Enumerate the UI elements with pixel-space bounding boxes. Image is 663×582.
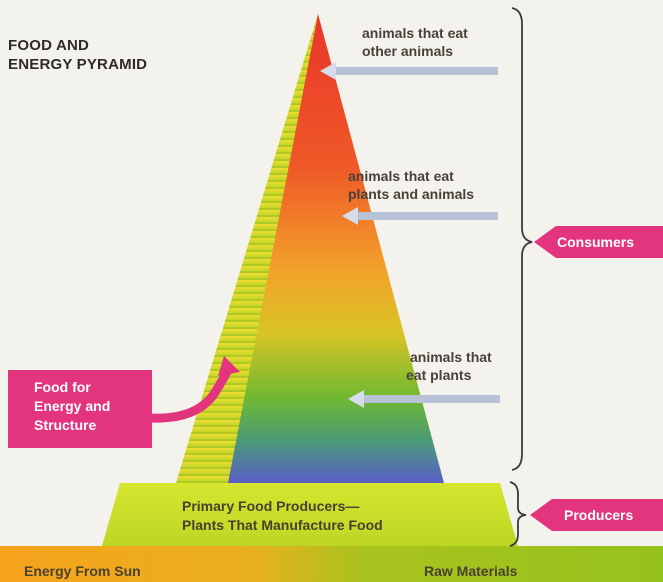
label-bottom-line-2: eat plants (406, 366, 492, 384)
food-for-line-2: Energy and (34, 397, 110, 416)
label-middle-consumers: animals that eat plants and animals (348, 167, 474, 203)
consumers-label: Consumers (557, 233, 634, 251)
producers-box-line-2: Plants That Manufacture Food (182, 516, 383, 535)
energy-from-sun-label: Energy From Sun (24, 563, 141, 579)
title-line-2: ENERGY PYRAMID (8, 55, 147, 74)
raw-materials-label: Raw Materials (424, 563, 517, 579)
food-for-label: Food for Energy and Structure (34, 378, 110, 435)
producers-box-line-1: Primary Food Producers— (182, 497, 383, 516)
producers-box-label: Primary Food Producers— Plants That Manu… (182, 497, 383, 535)
producers-label: Producers (564, 506, 633, 524)
consumers-brace (512, 8, 532, 470)
food-for-line-1: Food for (34, 378, 110, 397)
title-line-1: FOOD AND (8, 36, 147, 55)
label-middle-line-2: plants and animals (348, 185, 474, 203)
food-for-line-3: Structure (34, 416, 110, 435)
label-middle-line-1: animals that eat (348, 167, 474, 185)
diagram-title: FOOD AND ENERGY PYRAMID (8, 36, 147, 74)
label-bottom-consumers: animals that eat plants (410, 348, 492, 384)
label-top-consumers: animals that eat other animals (362, 24, 468, 60)
label-bottom-line-1: animals that (410, 348, 492, 366)
label-top-line-2: other animals (362, 42, 468, 60)
arrow-top (320, 62, 498, 80)
label-top-line-1: animals that eat (362, 24, 468, 42)
